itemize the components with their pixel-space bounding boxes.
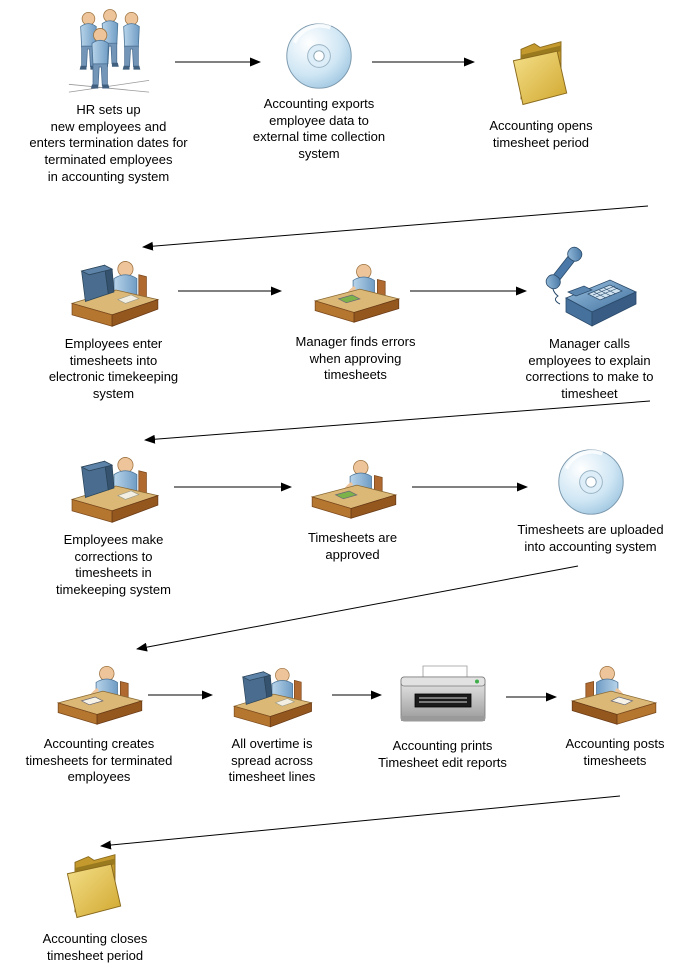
node-label: Accounting exports employee data to exte…	[252, 96, 386, 161]
node-timesheets-uploaded: Timesheets are uploaded into accounting …	[488, 446, 691, 555]
cd-icon	[488, 446, 691, 518]
node-label: Accounting posts timesheets	[565, 736, 665, 768]
node-label: Accounting prints Timesheet edit reports	[378, 738, 507, 770]
folder-icon	[4, 843, 186, 927]
arrow-open-to-enter	[142, 205, 649, 251]
person-desk-approve-icon	[263, 260, 448, 330]
person-desk-write-icon	[536, 656, 691, 732]
person-computer-icon	[16, 246, 211, 332]
node-label: Employees enter timesheets into electron…	[48, 336, 179, 401]
folder-icon	[452, 24, 630, 114]
person-desk-approve-icon	[260, 456, 445, 526]
node-overtime-spread: All overtime is spread across timesheet …	[196, 650, 348, 786]
arrow-post-to-close	[100, 795, 621, 850]
person-desk-write-icon	[8, 654, 190, 732]
node-export-employee-data: Accounting exports employee data to exte…	[233, 18, 405, 163]
node-employees-make-corrections: Employees make corrections to timesheets…	[16, 442, 211, 599]
node-label: Timesheets are uploaded into accounting …	[517, 522, 664, 554]
people-group-icon	[6, 8, 211, 98]
node-label: Accounting opens timesheet period	[489, 118, 593, 150]
arrow-uploaded-to-create	[136, 565, 579, 652]
node-label: Timesheets are approved	[307, 530, 398, 562]
node-label: Manager calls employees to explain corre…	[525, 336, 654, 401]
node-label: Employees make corrections to timesheets…	[56, 532, 171, 597]
node-timesheets-approved: Timesheets are approved	[260, 456, 445, 563]
cd-icon	[233, 18, 405, 92]
node-close-timesheet-period: Accounting closes timesheet period	[4, 843, 186, 964]
node-manager-calls-employees: Manager calls employees to explain corre…	[492, 246, 687, 403]
node-create-terminated-timesheets: Accounting creates timesheets for termin…	[8, 654, 190, 786]
person-computer-icon	[16, 442, 211, 528]
node-print-edit-reports: Accounting prints Timesheet edit reports	[350, 664, 535, 771]
arrow-calls-to-corrections	[144, 400, 651, 444]
node-manager-finds-errors: Manager finds errors when approving time…	[263, 260, 448, 384]
node-open-timesheet-period: Accounting opens timesheet period	[452, 24, 630, 151]
node-label: Manager finds errors when approving time…	[295, 334, 416, 383]
node-post-timesheets: Accounting posts timesheets	[536, 656, 691, 769]
node-label: Accounting creates timesheets for termin…	[25, 736, 173, 785]
telephone-icon	[492, 246, 687, 332]
node-label: Accounting closes timesheet period	[42, 931, 148, 963]
person-computer-icon	[196, 650, 348, 732]
printer-icon	[350, 664, 535, 734]
node-label: All overtime is spread across timesheet …	[228, 736, 316, 785]
node-employees-enter-timesheets: Employees enter timesheets into electron…	[16, 246, 211, 403]
node-hr-setup: HR sets up new employees and enters term…	[6, 8, 211, 185]
node-label: HR sets up new employees and enters term…	[29, 102, 188, 184]
